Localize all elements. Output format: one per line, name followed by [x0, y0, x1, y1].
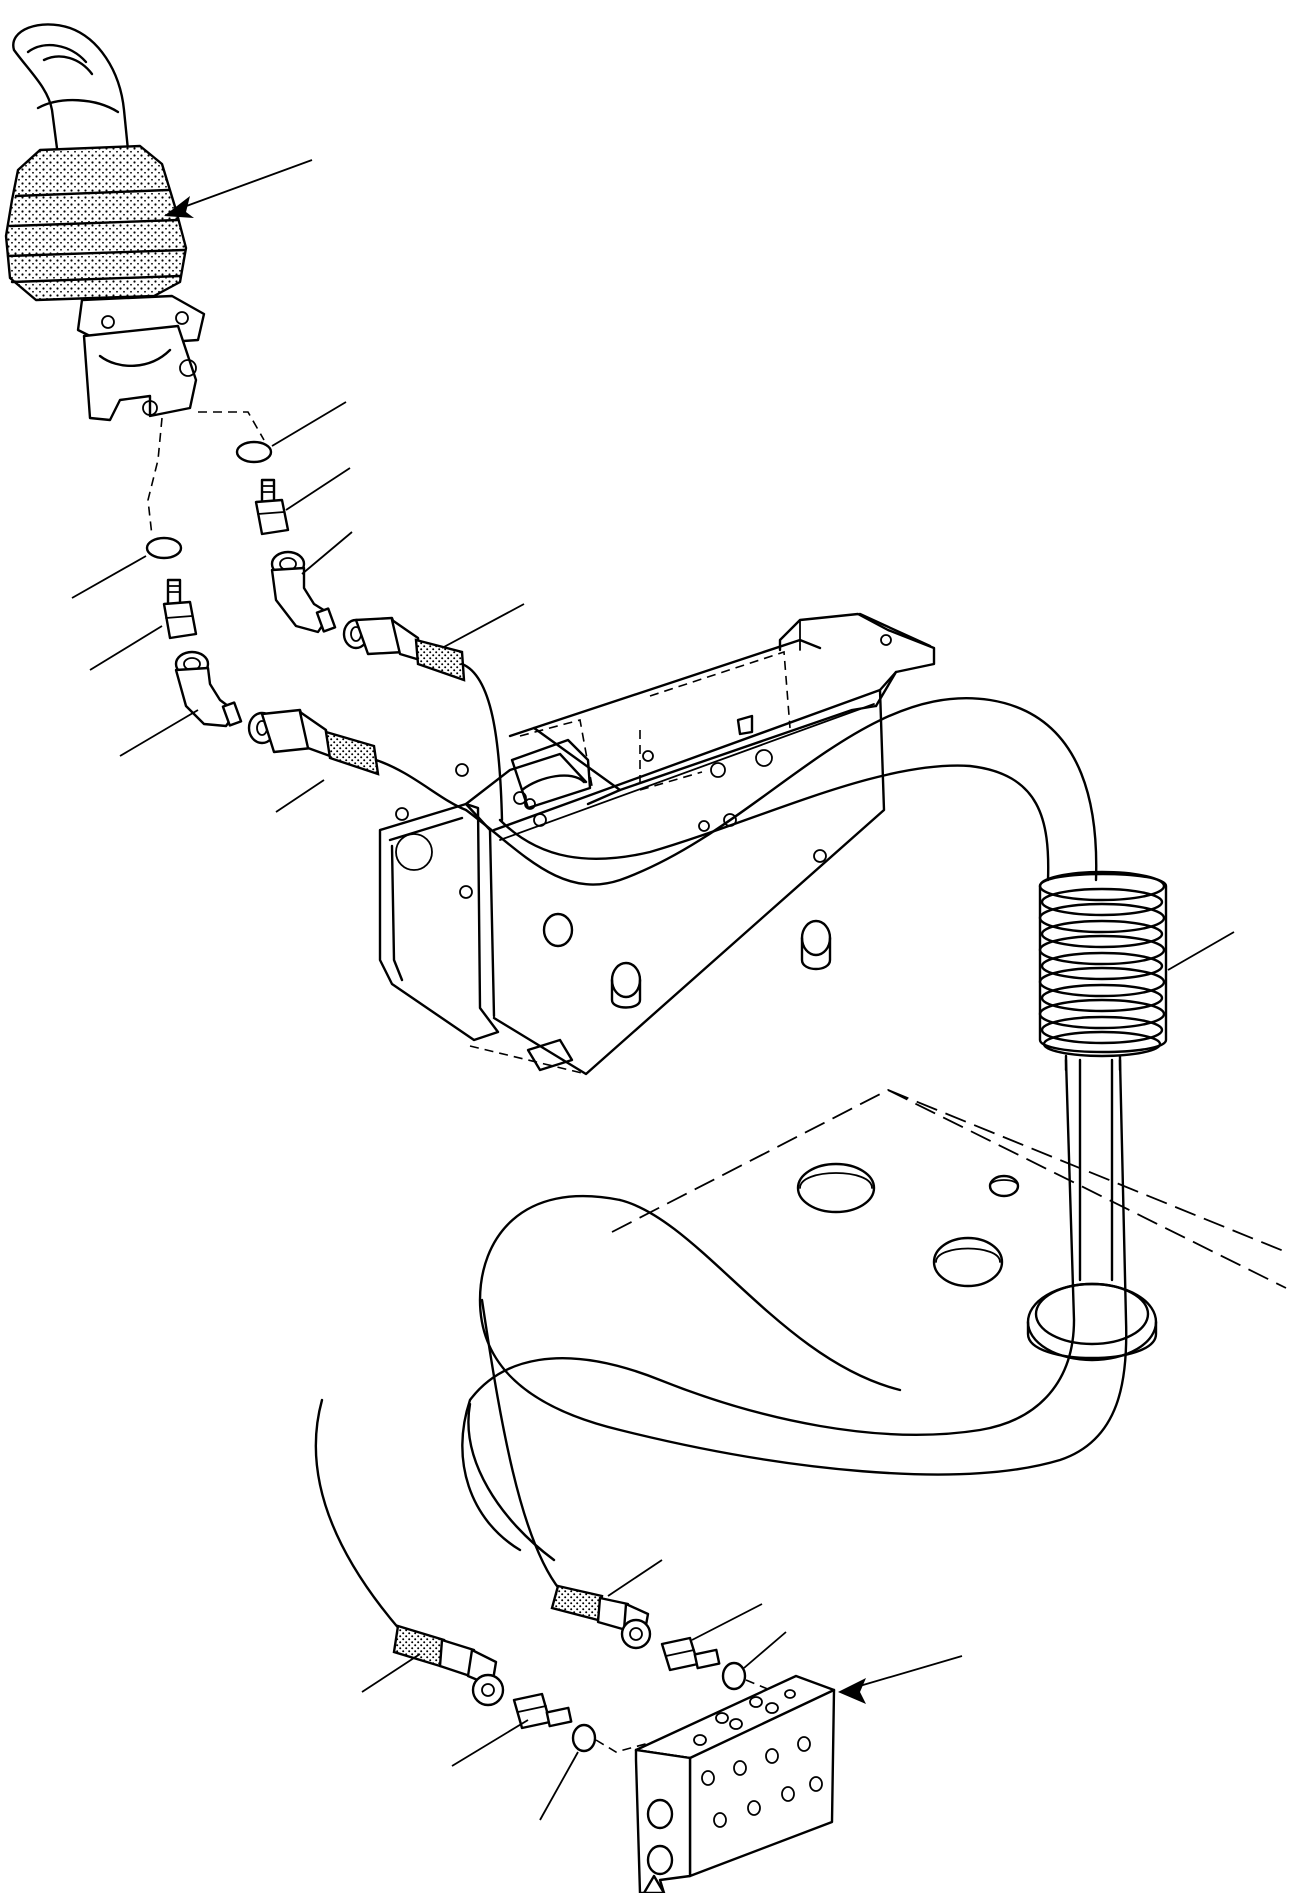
- leader-hose-lower-right: [607, 1559, 663, 1597]
- leader-elbow-upper-left: [119, 709, 199, 757]
- leader-elbow-upper-right: [301, 531, 353, 575]
- leader-o-ring-lower-right: [743, 1631, 787, 1669]
- elbow-upper-right: [270, 550, 337, 634]
- leader-joystick: [169, 159, 313, 213]
- hose-upper-right: [342, 616, 504, 822]
- o-ring-lower-right: [721, 1661, 747, 1691]
- hose-lower-right: [480, 1298, 652, 1650]
- adapter-lower-right: [660, 1636, 721, 1672]
- leader-o-ring-upper-right: [271, 401, 347, 447]
- leader-adapter-lower-left: [451, 1719, 529, 1767]
- console-bracket: [378, 612, 936, 1076]
- arrow-joystick: [164, 196, 194, 218]
- elbow-upper-left: [174, 650, 243, 728]
- explode-path-left: [147, 417, 163, 537]
- leader-adapter-lower-right: [691, 1603, 763, 1641]
- o-ring-lower-left: [571, 1723, 597, 1753]
- explode-path-lower-left: [595, 1739, 661, 1753]
- adapter-lower-left: [512, 1692, 573, 1730]
- leader-o-ring-lower-left: [539, 1751, 579, 1821]
- hose-lower-left: [314, 1398, 556, 1707]
- explode-path-lower-right: [745, 1679, 771, 1691]
- leader-hose-upper-right: [441, 603, 525, 649]
- pilot-valve-block: [634, 1674, 836, 1893]
- hose-upper-left: [247, 708, 468, 812]
- leader-hose-upper-left: [275, 779, 325, 813]
- grommet: [1026, 1282, 1158, 1362]
- floor-plate: [611, 1088, 1287, 1289]
- leader-o-ring-upper-left: [71, 555, 147, 599]
- joystick-lever: [4, 23, 206, 422]
- o-ring-upper-left: [145, 536, 183, 560]
- leader-valve-block: [845, 1655, 963, 1691]
- adapter-upper-left: [162, 578, 198, 640]
- arrow-valve-block: [838, 1678, 866, 1704]
- explode-path-right: [198, 411, 265, 441]
- hose-bundle: [461, 697, 1128, 1552]
- adapter-upper-right: [254, 478, 290, 536]
- hose-protector-coil: [1038, 870, 1168, 1072]
- o-ring-upper-right: [235, 440, 273, 464]
- leader-adapter-upper-left: [89, 625, 163, 671]
- leader-coil: [1167, 931, 1235, 971]
- leader-adapter-upper-right: [285, 467, 351, 511]
- leader-hose-lower-left: [361, 1653, 421, 1693]
